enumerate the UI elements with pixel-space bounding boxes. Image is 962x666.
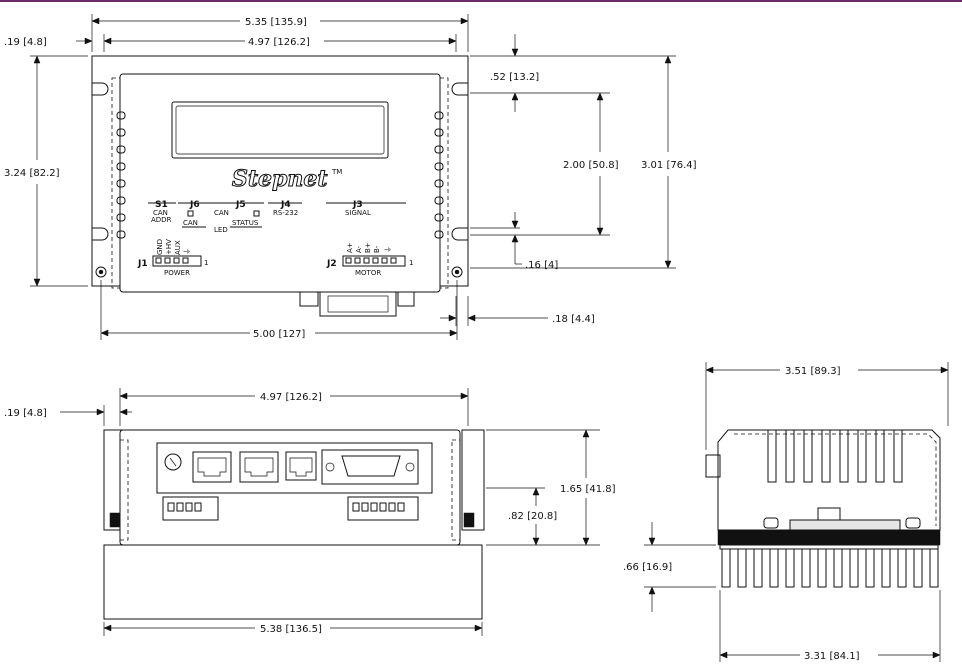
- svg-text:B+: B+: [364, 242, 372, 253]
- side-base-plate: [717, 529, 941, 546]
- svg-text:.16 [4]: .16 [4]: [525, 260, 558, 271]
- svg-text:B-: B-: [373, 245, 381, 253]
- svg-text:CAN: CAN: [183, 219, 198, 227]
- label-j4: J4: [280, 200, 291, 210]
- can-led-indicator: [187, 210, 194, 217]
- side-dimensions: 3.51 [89.3] .66 [16.9] 3.31 [84.1]: [623, 362, 949, 662]
- top-dimensions: 5.35 [135.9] 4.97 [126.2] .19 [4.8] 3.24…: [4, 14, 697, 340]
- front-view: 4.97 [126.2] .19 [4.8] 1.65 [41.8] .82 […: [4, 388, 616, 636]
- svg-text:5.35 [135.9]: 5.35 [135.9]: [245, 17, 307, 28]
- svg-text:SIGNAL: SIGNAL: [345, 209, 371, 217]
- svg-text:+HV: +HV: [165, 239, 173, 255]
- top-slot-right-upper: [451, 82, 468, 96]
- top-mount-hole-right: [451, 266, 463, 278]
- top-connector-right: [397, 291, 415, 307]
- front-power-plug: [162, 496, 219, 521]
- top-slot-left-upper: [92, 82, 109, 96]
- side-view: 3.51 [89.3] .66 [16.9] 3.31 [84.1]: [623, 362, 949, 662]
- front-motor-plug: [347, 496, 419, 521]
- top-slot-left-lower: [92, 227, 109, 241]
- svg-text:5.38 [136.5]: 5.38 [136.5]: [260, 624, 322, 635]
- svg-text:A-: A-: [355, 245, 363, 253]
- svg-text:.52 [13.2]: .52 [13.2]: [490, 72, 539, 83]
- side-heatsink-fins: [719, 544, 939, 588]
- j2-motor-connector: A+ A- B+ B- ⏚ J2 1 MOTOR: [326, 242, 413, 277]
- top-connector-left: [299, 291, 319, 307]
- front-heatsink: [103, 544, 483, 620]
- svg-text:.19 [4.8]: .19 [4.8]: [4, 37, 47, 48]
- top-view: Stepnet TM S1 CAN ADDR J6 CAN J5 CAN STA…: [4, 14, 697, 340]
- svg-text:ADDR: ADDR: [151, 216, 172, 224]
- side-internal-fins: [767, 429, 903, 483]
- side-screw-left: [763, 517, 779, 529]
- svg-text:⏚: ⏚: [384, 246, 392, 253]
- top-mount-hole-left: [95, 266, 107, 278]
- side-screw-right: [905, 517, 921, 529]
- top-fin-nubs: [116, 111, 444, 239]
- front-body: [119, 429, 461, 546]
- top-slot-right-lower: [451, 227, 468, 241]
- svg-text:CAN: CAN: [214, 209, 229, 217]
- label-j3: J3: [352, 200, 363, 210]
- svg-text:.82 [20.8]: .82 [20.8]: [508, 511, 557, 522]
- svg-text:LED: LED: [214, 226, 228, 234]
- svg-text:CAN: CAN: [153, 209, 168, 217]
- j1-power-connector: GND +HV AUX ⏚ J1 1 POWER: [137, 239, 208, 277]
- svg-text:3.24 [82.2]: 3.24 [82.2]: [4, 168, 60, 179]
- label-j6: J6: [189, 200, 200, 210]
- svg-text:RS-232: RS-232: [273, 209, 298, 217]
- front-rj-jack-can-2: [239, 451, 279, 483]
- svg-text:⏚: ⏚: [183, 248, 191, 255]
- label-j5: J5: [235, 200, 246, 210]
- front-rj-jack-can-1: [192, 451, 232, 483]
- trademark: TM: [331, 168, 342, 176]
- front-rj-jack-rs232: [285, 451, 317, 481]
- svg-text:1: 1: [409, 259, 413, 267]
- front-connector-panel: [156, 442, 433, 494]
- status-led-indicator: [253, 210, 260, 217]
- svg-text:3.01 [76.4]: 3.01 [76.4]: [641, 160, 697, 171]
- front-flange-right: [461, 429, 485, 531]
- header-rule: [0, 0, 962, 2]
- svg-text:1.65 [41.8]: 1.65 [41.8]: [560, 484, 616, 495]
- front-screw-right: [463, 512, 475, 528]
- svg-text:.19 [4.8]: .19 [4.8]: [4, 408, 47, 419]
- brand-logo: Stepnet: [232, 166, 328, 192]
- svg-text:STATUS: STATUS: [232, 219, 259, 227]
- svg-text:3.31 [84.1]: 3.31 [84.1]: [804, 651, 860, 662]
- side-body: [717, 429, 941, 531]
- front-dimensions: 4.97 [126.2] .19 [4.8] 1.65 [41.8] .82 […: [4, 388, 616, 636]
- front-rotary-switch: [164, 453, 182, 471]
- side-heat-spreader: [789, 519, 901, 531]
- svg-text:.18 [4.4]: .18 [4.4]: [552, 314, 595, 325]
- svg-text:5.00 [127]: 5.00 [127]: [253, 329, 305, 340]
- svg-text:4.97 [126.2]: 4.97 [126.2]: [260, 392, 322, 403]
- top-dsub-connector: [319, 291, 397, 317]
- display-window: [171, 101, 389, 159]
- svg-text:4.97 [126.2]: 4.97 [126.2]: [248, 37, 310, 48]
- front-dsub-connector: [321, 449, 419, 485]
- side-connector-stub: [705, 454, 721, 478]
- svg-text:AUX: AUX: [174, 240, 182, 255]
- svg-text:1: 1: [204, 259, 208, 267]
- svg-text:POWER: POWER: [164, 269, 190, 277]
- svg-text:J2: J2: [326, 259, 337, 269]
- svg-text:MOTOR: MOTOR: [355, 269, 381, 277]
- front-screw-left: [109, 512, 121, 528]
- svg-text:J1: J1: [137, 259, 148, 269]
- svg-text:A+: A+: [346, 242, 354, 253]
- svg-text:2.00 [50.8]: 2.00 [50.8]: [563, 160, 619, 171]
- label-s1: S1: [155, 200, 168, 210]
- svg-text:GND: GND: [156, 239, 164, 255]
- svg-text:3.51 [89.3]: 3.51 [89.3]: [785, 366, 841, 377]
- svg-text:.66 [16.9]: .66 [16.9]: [623, 562, 672, 573]
